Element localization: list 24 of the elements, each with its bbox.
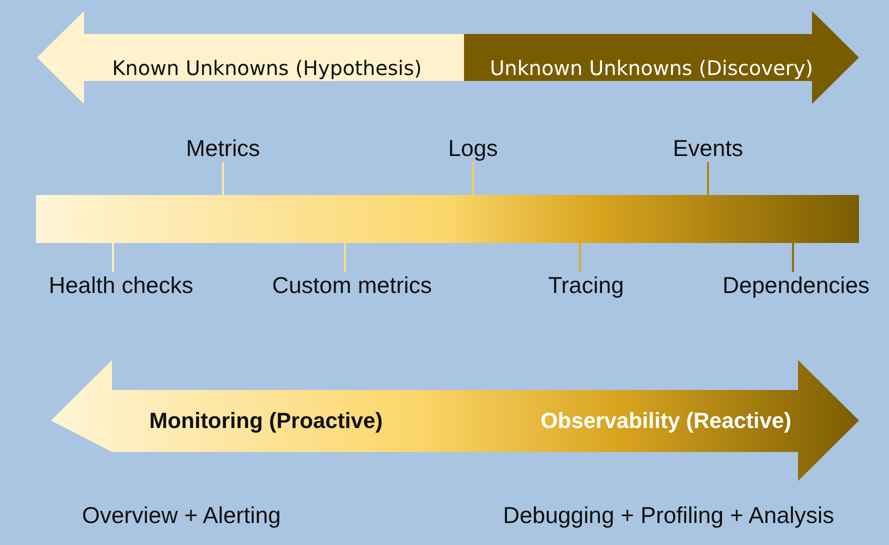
gradient-bar [36, 195, 859, 243]
leader-line [472, 162, 474, 195]
leader-line [222, 162, 224, 195]
double-arrow-band [51, 360, 859, 481]
tick-label: Tracing [536, 272, 636, 299]
leader-line [707, 162, 709, 195]
tick-label: Events [658, 135, 758, 162]
leader-line [112, 243, 114, 272]
leader-line [579, 243, 581, 272]
caption-text: Debugging + Profiling + Analysis [503, 502, 834, 529]
tick-label: Dependencies [708, 272, 884, 299]
right-arrow-band [464, 11, 859, 104]
left-arrow-band [37, 11, 464, 104]
arrow-label: Monitoring (Proactive) [148, 407, 384, 435]
leader-line [792, 243, 794, 272]
tick-label: Health checks [36, 272, 206, 299]
tick-label: Metrics [163, 135, 283, 162]
arrow-label: Known Unknowns (Hypothesis) [111, 55, 423, 82]
tick-label: Custom metrics [256, 272, 448, 299]
caption-text: Overview + Alerting [82, 502, 281, 529]
leader-line [344, 243, 346, 272]
tick-label: Logs [433, 135, 513, 162]
arrow-label: Unknown Unknowns (Discovery) [488, 55, 814, 82]
arrow-label: Observability (Reactive) [540, 407, 792, 435]
